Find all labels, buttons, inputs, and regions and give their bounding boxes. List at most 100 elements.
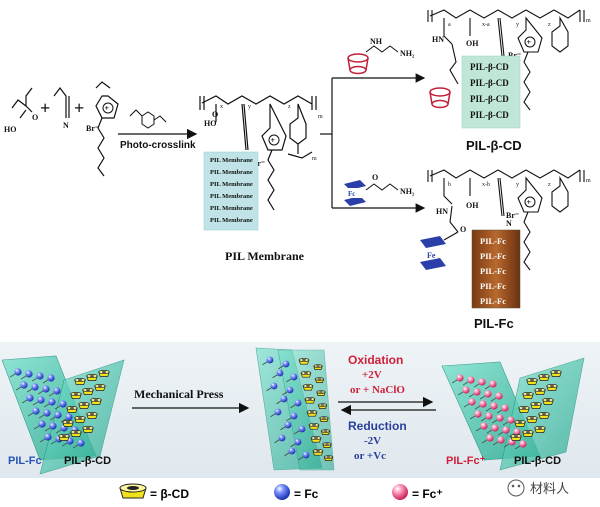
cd-sub-m: m — [586, 18, 591, 24]
cd-sub-y: y — [516, 22, 519, 28]
fc-sphere — [48, 398, 56, 406]
legend-cd-label: = β-CD — [150, 487, 189, 501]
cyclodextrin-ring-icon — [119, 483, 147, 499]
fc-sphere — [14, 368, 22, 376]
sub-y: y — [248, 104, 251, 110]
sphere-stem — [282, 391, 289, 396]
fc-sub-z: z — [548, 182, 551, 188]
sub-m-lower: m — [312, 156, 317, 162]
svg-text:+: + — [527, 38, 532, 47]
fc-sphere — [38, 420, 46, 428]
sphere-stem — [32, 401, 40, 406]
sub-z: z — [288, 104, 291, 110]
sphere-stem — [37, 390, 45, 395]
sphere-stem — [262, 361, 269, 366]
right-pil-cd-label: PIL-β-CD — [514, 455, 561, 467]
sphere-stem — [484, 385, 492, 390]
sphere-stem — [31, 377, 39, 382]
fc-sphere — [25, 370, 33, 378]
sphere-stem — [290, 404, 297, 409]
fcplus-sphere — [485, 412, 493, 420]
reagent-nh2-label: NH₂ — [400, 49, 415, 58]
pil-cd-caption: PIL-β-CD — [466, 138, 522, 153]
oxidation-voltage: +2V — [362, 369, 382, 381]
fcplus-sphere — [489, 380, 497, 388]
sphere-stem — [276, 400, 283, 405]
fcplus-sphere — [486, 434, 494, 442]
right-pil-fcplus-label: PIL-Fc⁺ — [446, 455, 486, 467]
fc-sphere — [270, 382, 278, 390]
oxidized-films-illustration: PIL-Fc⁺ PIL-β-CD — [441, 357, 585, 471]
fc-sphere — [266, 356, 274, 364]
sphere-stem — [60, 418, 68, 423]
ho-atom-label: HO — [4, 125, 16, 134]
left-pil-cd-label: PIL-β-CD — [64, 455, 111, 467]
svg-text:+: + — [105, 104, 110, 113]
fc-fe-label: Fe — [427, 251, 436, 260]
pil-fc-box — [471, 229, 521, 309]
oxidation-title: Oxidation — [348, 353, 403, 367]
box-line: PIL-β-CD — [470, 78, 509, 88]
fc-sub-b: b — [448, 182, 451, 188]
cd-ring-cluster-left — [58, 370, 110, 441]
pil-cd-box — [461, 55, 521, 129]
sphere-stem — [298, 456, 305, 461]
sphere-stem — [514, 445, 522, 450]
mechanism-panel: PIL-Fc PIL-β-CD Mechanical Press Oxidati… — [0, 342, 600, 478]
fc-sphere-cluster-middle — [262, 356, 310, 461]
sphere-stem — [294, 430, 301, 435]
fc-sphere — [26, 394, 34, 402]
vinyl-imidazolium-structure — [95, 81, 119, 177]
sphere-stem — [469, 415, 477, 420]
sphere-stem — [290, 443, 297, 448]
reduction-title: Reduction — [348, 419, 407, 433]
membrane-o-label: O — [212, 110, 218, 119]
monomer-group: HO O + N + + Br⁻ — [4, 81, 119, 177]
sphere-stem — [61, 442, 69, 447]
cd-amine-reagent: NH NH₂ — [347, 37, 415, 75]
fc-sphere — [47, 374, 55, 382]
sphere-stem — [503, 443, 511, 448]
fc-sphere — [302, 451, 310, 459]
sphere-stem — [502, 421, 510, 426]
blue-sphere-icon — [274, 484, 290, 500]
redox-arrows: Oxidation +2V or + NaClO Reduction -2V o… — [338, 353, 436, 462]
fc-hn-label: HN — [436, 207, 448, 216]
sphere-stem — [462, 381, 470, 386]
sphere-stem — [474, 405, 482, 410]
box-line: PIL-Fc — [480, 296, 506, 306]
fc-sphere — [42, 385, 50, 393]
svg-text:+: + — [40, 98, 50, 118]
br-anion-label: Br⁻ — [86, 124, 99, 133]
sphere-stem — [486, 429, 494, 434]
sphere-stem — [473, 383, 481, 388]
legend: = β-CD = Fc = Fc⁺ — [119, 483, 443, 501]
sphere-stem — [278, 365, 285, 370]
sphere-stem — [451, 379, 459, 384]
sphere-stem — [491, 419, 499, 424]
mechanical-press-arrow: Mechanical Press — [132, 387, 250, 414]
cd-sub-z: z — [548, 22, 551, 28]
sub-x: x — [220, 104, 223, 110]
sphere-stem — [33, 425, 41, 430]
box-line: PIL-Fc — [480, 236, 506, 246]
box-line: PIL-Fc — [480, 251, 506, 261]
cd-hn-label: HN — [432, 35, 444, 44]
cd-ring-cluster-right — [510, 370, 562, 441]
box-line: PIL-β-CD — [470, 110, 509, 120]
fc-sphere — [294, 399, 302, 407]
fcplus-sphere — [473, 388, 481, 396]
pil-membrane-box — [203, 151, 259, 231]
sphere-stem — [274, 439, 281, 444]
o-atom-label: O — [32, 113, 38, 122]
reagent-fc-nh2-label: NH₂ — [400, 187, 415, 196]
fcplus-sphere — [474, 410, 482, 418]
sphere-stem — [266, 387, 273, 392]
sphere-stem — [38, 414, 46, 419]
fcplus-sphere — [468, 398, 476, 406]
fcplus-sphere — [507, 416, 515, 424]
fcplus-sphere — [497, 436, 505, 444]
reagent-fc-label: Fc — [348, 190, 355, 198]
